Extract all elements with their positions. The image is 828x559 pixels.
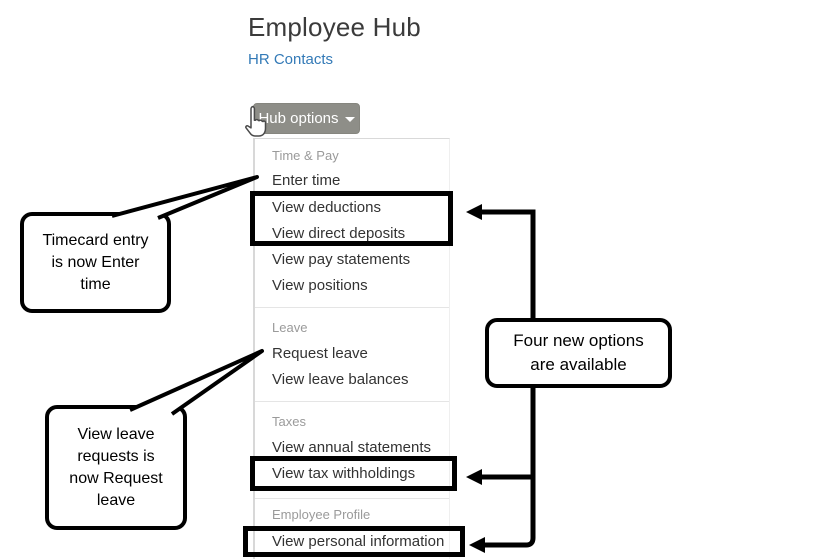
arrow-to-tax-withholdings-box [466, 388, 536, 553]
menu-item-view-tax-withholdings[interactable]: View tax withholdings [272, 465, 416, 482]
hub-options-button[interactable]: Hub options [253, 103, 360, 134]
menu-item-enter-time[interactable]: Enter time [272, 172, 341, 189]
callout-leave-requests: View leave requests is now Request leave [45, 405, 187, 530]
highlight-box-personal-information [243, 526, 465, 557]
menu-divider [255, 307, 449, 308]
caret-down-icon [344, 117, 355, 122]
menu-item-view-personal-information[interactable]: View personal information [272, 533, 445, 550]
hub-options-label: Hub options [258, 110, 339, 127]
callout-timecard-entry-text: Timecard entry is now Enter time [42, 231, 149, 293]
menu-section-header-leave: Leave [272, 320, 308, 335]
menu-item-request-leave[interactable]: Request leave [272, 345, 368, 362]
menu-section-header-employee-profile: Employee Profile [272, 507, 371, 522]
menu-section-header-taxes: Taxes [272, 414, 306, 429]
arrow-to-deductions-box [466, 204, 536, 318]
menu-item-view-positions[interactable]: View positions [272, 277, 368, 294]
highlight-box-tax-withholdings [250, 456, 457, 491]
callout-four-new-options: Four new options are available [485, 318, 672, 388]
menu-divider [255, 401, 449, 402]
page-title: Employee Hub [248, 12, 421, 42]
menu-item-view-pay-statements[interactable]: View pay statements [272, 251, 411, 268]
menu-section-header-time-pay: Time & Pay [272, 148, 339, 163]
highlight-box-deductions-deposits [250, 191, 453, 246]
menu-item-view-direct-deposits[interactable]: View direct deposits [272, 225, 406, 242]
menu-divider [255, 498, 449, 499]
menu-item-view-annual-statements[interactable]: View annual statements [272, 439, 431, 456]
hr-contacts-link[interactable]: HR Contacts [248, 51, 334, 68]
callout-timecard-entry: Timecard entry is now Enter time [20, 212, 171, 313]
callout-leave-requests-text: View leave requests is now Request leave [69, 425, 163, 509]
menu-item-view-deductions[interactable]: View deductions [272, 199, 381, 216]
callout-four-new-options-text: Four new options are available [513, 331, 644, 374]
menu-item-view-leave-balances[interactable]: View leave balances [272, 371, 409, 388]
